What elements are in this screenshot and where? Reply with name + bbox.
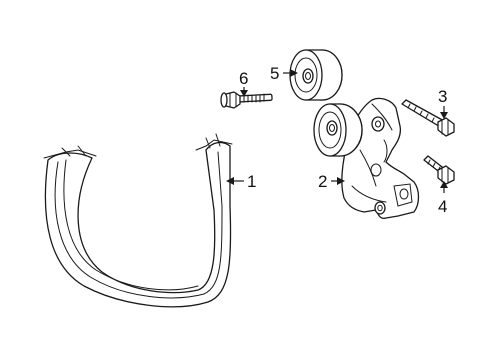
idler-pulley — [289, 49, 343, 101]
callout-label-3: 3 — [438, 87, 447, 106]
short-bolt — [423, 155, 455, 185]
callout-label-5: 5 — [270, 64, 279, 83]
callout-label-1: 1 — [247, 172, 256, 191]
idler-bolt — [220, 91, 273, 109]
serpentine-belt — [43, 133, 233, 308]
callout-2: 2 — [318, 172, 345, 191]
callout-label-4: 4 — [438, 197, 447, 216]
callout-label-2: 2 — [318, 172, 327, 191]
callout-label-6: 6 — [239, 69, 248, 88]
callout-1: 1 — [226, 172, 256, 191]
belt-tensioner — [313, 97, 420, 220]
callout-6: 6 — [239, 69, 248, 97]
long-bolt — [401, 99, 455, 137]
callout-5: 5 — [270, 64, 298, 83]
callout-4: 4 — [438, 181, 448, 216]
callout-3: 3 — [438, 87, 448, 119]
